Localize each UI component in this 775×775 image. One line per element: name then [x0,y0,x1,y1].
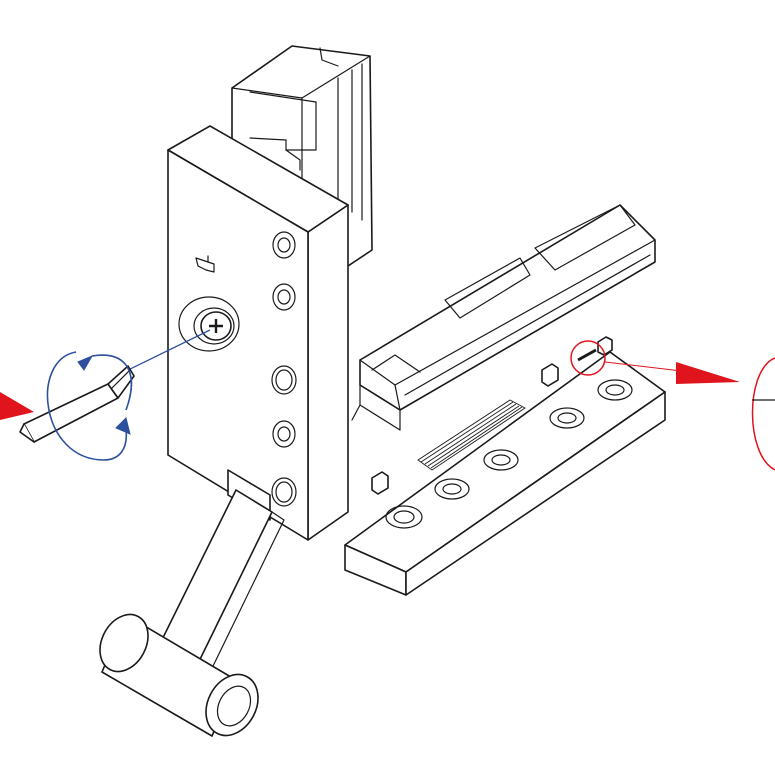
locating-pin [371,471,389,495]
handle-arm [99,489,285,737]
rotate-arrows-icon [46,351,133,461]
screwdriver-bit-icon [19,329,211,443]
alignment-notch [195,257,215,273]
base-rail [344,336,666,596]
front-plate [167,125,349,541]
detail-view-circle [751,357,775,471]
plate-holes [271,231,297,507]
tool-axis-line [119,329,211,375]
phillips-screw-icon [209,319,223,333]
lower-jaw [351,204,656,431]
red-pointer-arrow-icon [0,392,34,420]
red-pointer-arrow-icon [676,362,740,384]
mounting-holes [385,379,633,529]
screw-pocket [178,296,240,352]
grip-serration [417,399,526,471]
locating-pin [541,363,559,387]
detail-callout-icon [570,340,775,471]
locating-pin [597,336,613,356]
